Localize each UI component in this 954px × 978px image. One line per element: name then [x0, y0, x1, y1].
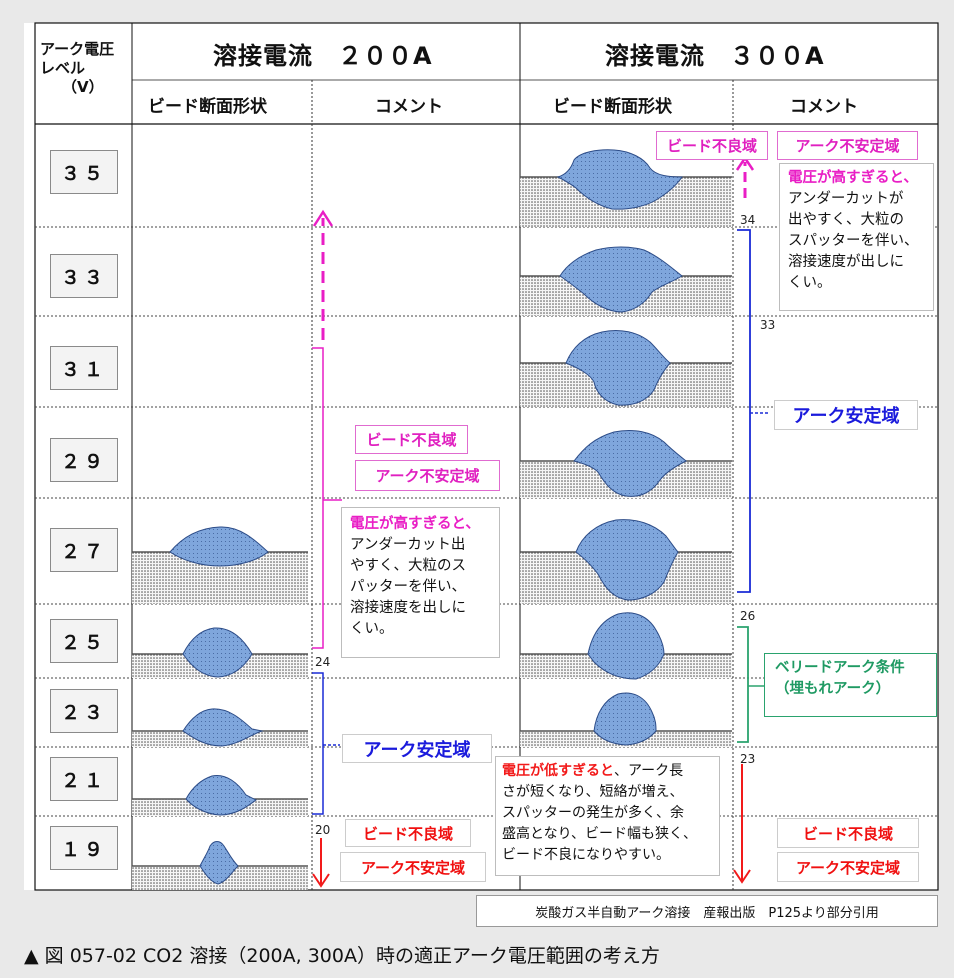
header-comment-300: コメント: [790, 97, 858, 117]
bead-200a-25: [132, 627, 308, 678]
voltage-box-19: １９: [50, 826, 118, 870]
comment-line: パッターを伴い、: [350, 579, 466, 595]
blue-bracket-200: [312, 672, 324, 815]
bead-200a-19: [132, 841, 308, 890]
comment-line: 溶接速度を出しに: [350, 600, 466, 616]
voltage-box-25: ２５: [50, 619, 118, 663]
bead-300a-29: [520, 429, 732, 498]
citation: 炭酸ガス半自動アーク溶接 産報出版 P125より部分引用: [476, 895, 938, 927]
level-num-24: 24: [315, 655, 331, 669]
comment-line: 出やすく、大粒の: [788, 212, 904, 228]
tag-arc-unstable-200: アーク不安定域: [355, 460, 500, 491]
tag-arc-unstable-300: アーク不安定域: [777, 131, 918, 160]
high-voltage-comment-200: 電圧が高すぎると、 アンダーカット出 やすく、大粒のス パッターを伴い、 溶接速…: [341, 507, 500, 658]
green-bracket-300: [737, 626, 749, 743]
low-voltage-line: スパッターの発生が多く、余: [502, 805, 684, 821]
comment-line: 溶接速度が出しに: [788, 254, 904, 270]
tag-bead-bad-200: ビード不良域: [355, 425, 468, 454]
header-bead-shape-200: ビード断面形状: [148, 97, 267, 117]
bottom-tag-arc-unstable-200: アーク不安定域: [340, 852, 486, 882]
tag-bead-bad-300: ビード不良域: [656, 131, 768, 160]
arc-voltage-header: アーク電圧 レベル （V）: [40, 40, 114, 97]
header-line-3: （V）: [62, 78, 104, 96]
voltage-box-29: ２９: [50, 438, 118, 482]
header-current-200: 溶接電流 ２００A: [213, 42, 433, 70]
comment-line: くい。: [788, 275, 832, 291]
high-voltage-comment-300: 電圧が高すぎると、 アンダーカットが 出やすく、大粒の スパッターを伴い、 溶接…: [779, 163, 934, 311]
blue-bracket-300: [737, 229, 751, 593]
level-num-26: 26: [740, 609, 756, 623]
buried-arc-condition: ベリードアーク条件 （埋もれアーク）: [764, 653, 937, 717]
low-voltage-highlight: 電圧が低すぎると: [502, 763, 614, 779]
bottom-tag-bead-bad-200: ビード不良域: [345, 819, 471, 847]
stable-label-200: アーク安定域: [342, 734, 492, 763]
header-line-1: アーク電圧: [40, 40, 115, 58]
comment-line: アンダーカットが: [788, 191, 904, 207]
level-num-34: 34: [740, 213, 756, 227]
comment-line: くい。: [350, 621, 394, 637]
header-bead-shape-300: ビード断面形状: [553, 97, 672, 117]
bottom-tag-arc-unstable-300: アーク不安定域: [777, 852, 919, 882]
bead-200a-27: [132, 526, 308, 604]
buried-arc-line: （埋もれアーク）: [775, 681, 891, 697]
bead-300a-23: [520, 692, 732, 747]
bead-300a-35: [520, 149, 732, 227]
buried-arc-line: ベリードアーク条件: [775, 660, 905, 676]
stable-label-300: アーク安定域: [774, 400, 918, 430]
bead-200a-23: [132, 708, 308, 747]
level-num-23: 23: [740, 752, 756, 766]
bead-200a-21: [132, 774, 308, 816]
magenta-bracket-200: [312, 347, 324, 649]
voltage-box-31: ３１: [50, 346, 118, 390]
comment-highlight: 電圧が高すぎると、: [350, 516, 480, 532]
voltage-box-27: ２７: [50, 528, 118, 572]
comment-line: スパッターを伴い、: [788, 233, 919, 249]
bead-300a-31: [520, 329, 732, 407]
figure-caption: ▲ 図 057-02 CO2 溶接（200A, 300A）時の適正アーク電圧範囲…: [24, 945, 660, 967]
bottom-tag-bead-bad-300: ビード不良域: [777, 818, 919, 848]
voltage-box-21: ２１: [50, 757, 118, 801]
comment-line: アンダーカット出: [350, 537, 466, 553]
header-line-2: レベル: [40, 59, 86, 77]
bead-300a-33: [520, 246, 732, 316]
low-voltage-line: さが短くなり、短絡が増え、: [502, 784, 684, 800]
voltage-box-23: ２３: [50, 689, 118, 733]
bead-300a-25: [520, 612, 732, 680]
low-voltage-comment: 電圧が低すぎると、アーク長 さが短くなり、短絡が増え、 スパッターの発生が多く、…: [495, 756, 720, 876]
comment-highlight: 電圧が高すぎると、: [788, 170, 918, 186]
voltage-box-33: ３３: [50, 254, 118, 298]
header-current-300: 溶接電流 ３００A: [605, 42, 825, 70]
level-num-33: 33: [760, 318, 776, 332]
level-num-20: 20: [315, 823, 331, 837]
comment-line: やすく、大粒のス: [350, 558, 466, 574]
voltage-box-35: ３５: [50, 150, 118, 194]
low-voltage-line: ビード不良になりやすい。: [502, 847, 670, 863]
low-voltage-line: 、アーク長: [614, 763, 684, 779]
table-border: [34, 22, 939, 891]
header-comment-200: コメント: [375, 97, 443, 117]
bead-300a-27: [520, 519, 732, 604]
low-voltage-line: 盛高となり、ビード幅も狭く、: [502, 826, 698, 842]
